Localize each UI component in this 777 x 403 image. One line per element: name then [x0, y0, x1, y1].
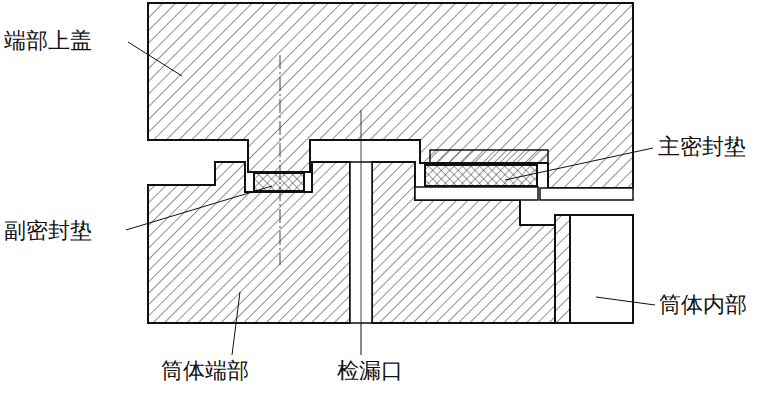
cylinder-interior — [570, 215, 633, 323]
part-label: 检漏口 — [336, 358, 404, 384]
part-label: 主密封垫 — [657, 134, 747, 160]
leader-line — [126, 186, 272, 230]
leader-line — [361, 323, 362, 355]
secondary-gasket — [254, 173, 304, 191]
part-label: 筒体端部 — [160, 358, 250, 384]
part-label: 副密封垫 — [3, 218, 93, 244]
part-label: 端部上盖 — [3, 28, 93, 54]
center-line — [280, 55, 281, 265]
cylinder-end-right — [372, 162, 555, 323]
leader-line — [128, 42, 182, 76]
pressing-plate — [430, 150, 548, 163]
cover-lip — [540, 188, 633, 200]
cylinder-end-left — [148, 162, 350, 323]
main-gasket — [425, 165, 537, 186]
center-line — [361, 110, 362, 323]
part-label: 筒体内部 — [658, 292, 748, 318]
leader-line — [596, 297, 655, 305]
gasket-seat — [415, 187, 538, 200]
leader-line — [232, 292, 240, 355]
upper-cover — [148, 3, 633, 188]
leader-line — [505, 148, 653, 180]
cylinder-wall — [555, 215, 570, 323]
